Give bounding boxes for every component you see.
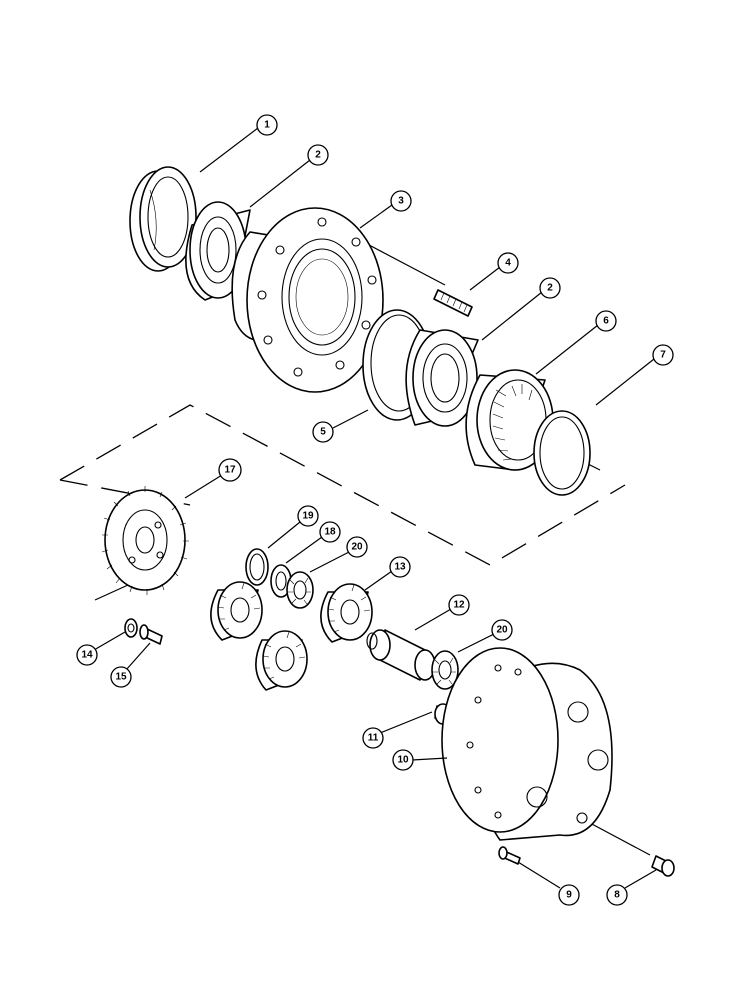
callout-12: 12: [448, 594, 470, 616]
callout-20-lower-label: 20: [496, 625, 508, 636]
callout-2-lower: 2: [539, 277, 561, 299]
callout-19: 19: [297, 505, 319, 527]
callout-10-label: 10: [397, 755, 409, 766]
callout-14-label: 14: [81, 650, 93, 661]
planet-shaft-part: [366, 629, 436, 681]
callout-leaders: [93, 127, 657, 889]
callout-19-label: 19: [302, 511, 314, 522]
callout-20-upper-label: 20: [351, 542, 363, 553]
callout-20-lower: 20: [491, 619, 513, 641]
callout-6: 6: [595, 310, 617, 332]
callout-13-label: 13: [394, 562, 406, 573]
callout-13: 13: [389, 556, 411, 578]
callout-14: 14: [76, 644, 98, 666]
callout-12-label: 12: [453, 600, 465, 611]
callout-5-label: 5: [320, 427, 326, 438]
planet-carrier-part: [441, 647, 613, 841]
callout-20-upper: 20: [346, 536, 368, 558]
screw-part: [498, 846, 521, 865]
callout-9: 9: [558, 884, 580, 906]
planet-gear-part-right: [320, 583, 373, 643]
callout-18: 18: [319, 521, 341, 543]
callout-2-upper-label: 2: [315, 150, 321, 161]
callout-15-label: 15: [115, 672, 127, 683]
washer-part: [124, 618, 138, 638]
needle-bearing-part-upper: [286, 571, 314, 609]
callout-1: 1: [256, 114, 278, 136]
callout-5: 5: [312, 421, 334, 443]
circlip-part: [245, 548, 269, 586]
callout-3: 3: [390, 190, 412, 212]
callout-4: 4: [497, 252, 519, 274]
callout-11-label: 11: [368, 733, 379, 744]
cap-screw-part: [651, 855, 675, 877]
planet-gear-part-lower: [255, 630, 308, 691]
retaining-ring-part: [533, 410, 591, 496]
callout-18-label: 18: [324, 527, 336, 538]
seal-part: [129, 166, 197, 272]
bolt-part-small: [139, 624, 163, 645]
drive-gear-part: [101, 486, 189, 595]
callout-1-label: 1: [264, 120, 270, 131]
callout-11: 11: [362, 727, 384, 749]
callout-15: 15: [110, 666, 132, 688]
callout-8-label: 8: [614, 890, 620, 901]
callout-2-lower-label: 2: [547, 283, 553, 294]
bearing-part-lower: [405, 329, 479, 427]
callout-2-upper: 2: [307, 144, 329, 166]
needle-bearing-part-lower: [431, 650, 459, 690]
callout-8: 8: [606, 884, 628, 906]
callout-3-label: 3: [398, 196, 404, 207]
planet-gear-part-left: [210, 581, 263, 641]
callout-7: 7: [652, 344, 674, 366]
callout-17-label: 17: [224, 465, 236, 476]
callout-7-label: 7: [660, 350, 666, 361]
callout-10: 10: [392, 749, 414, 771]
callout-17: 17: [218, 458, 242, 482]
stud-part: [433, 289, 473, 317]
callout-9-label: 9: [566, 890, 572, 901]
callout-6-label: 6: [603, 316, 609, 327]
hub-housing-part: [231, 207, 384, 393]
callout-4-label: 4: [505, 258, 511, 269]
